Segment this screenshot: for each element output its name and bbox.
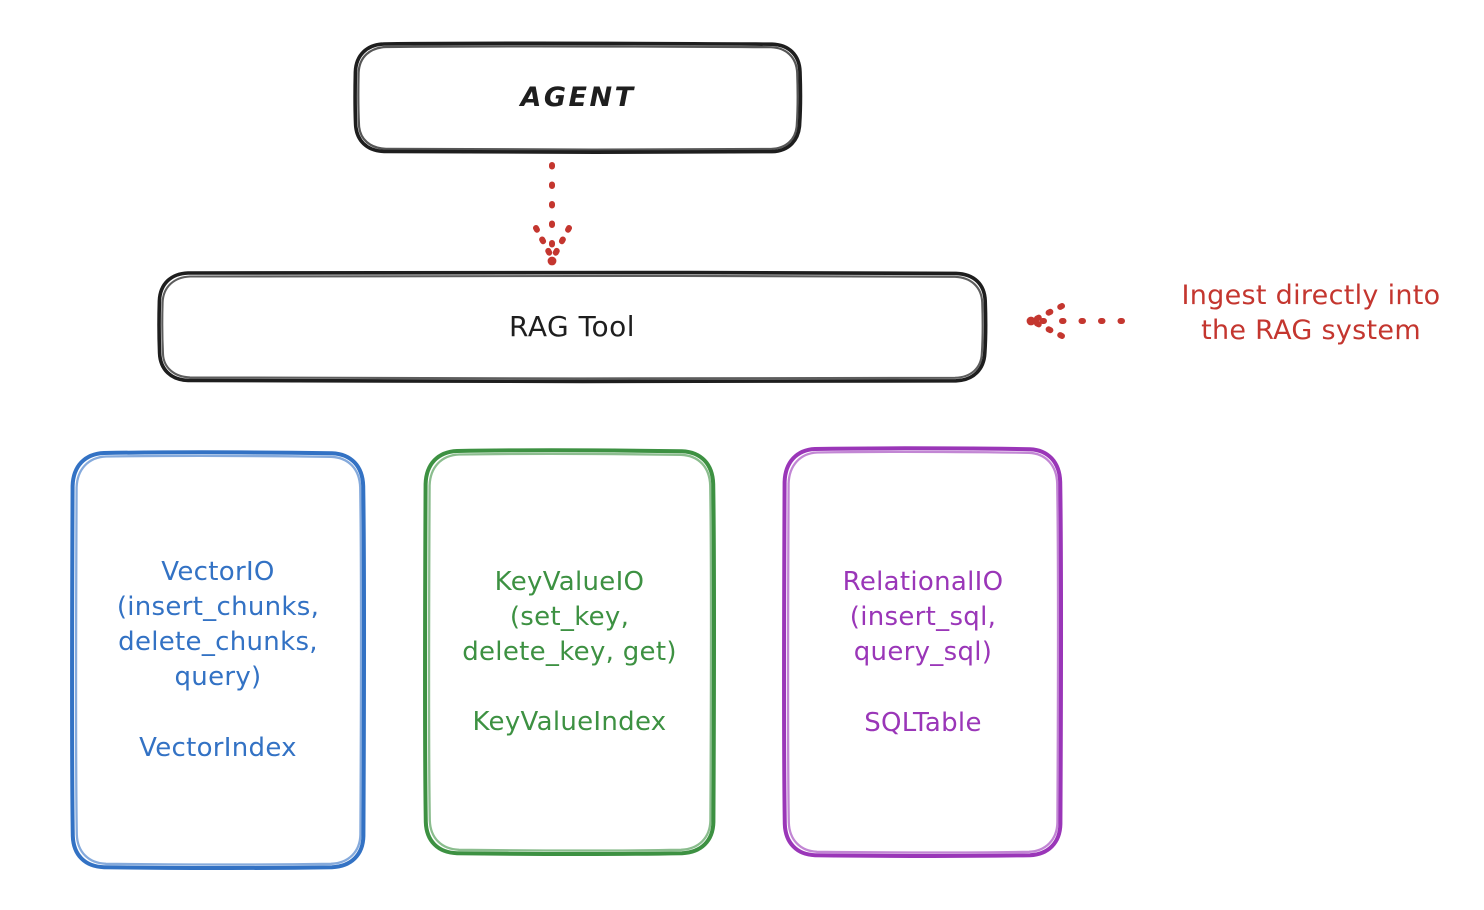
relational-io-node-label: RelationalIO (insert_sql, query_sql) (842, 567, 1004, 667)
agent-to-rag-tool-arrow (533, 162, 572, 266)
key-value-index-label: KeyValueIndex (472, 707, 667, 738)
ingest-to-rag-tool-arrow (1026, 303, 1125, 339)
rag-tool-node-label: RAG Tool (509, 309, 635, 343)
relational-io-node[interactable]: RelationalIO (insert_sql, query_sql) SQL… (785, 448, 1061, 858)
vector-io-index-label: VectorIndex (139, 732, 297, 763)
rag-tool-node[interactable]: RAG Tool (158, 272, 986, 382)
sql-table-label: SQLTable (864, 707, 982, 738)
agent-node-label: AGENT (520, 82, 636, 114)
key-value-io-node[interactable]: KeyValueIO (set_key, delete_key, get) Ke… (425, 450, 714, 855)
agent-node[interactable]: AGENT (355, 43, 801, 153)
vector-io-node-label: VectorIO (insert_chunks, delete_chunks, … (116, 557, 320, 692)
vector-io-node[interactable]: VectorIO (insert_chunks, delete_chunks, … (72, 452, 364, 869)
ingest-annotation-text: Ingest directly into the RAG system (1181, 280, 1441, 347)
key-value-io-node-label: KeyValueIO (set_key, delete_key, get) (462, 566, 677, 667)
